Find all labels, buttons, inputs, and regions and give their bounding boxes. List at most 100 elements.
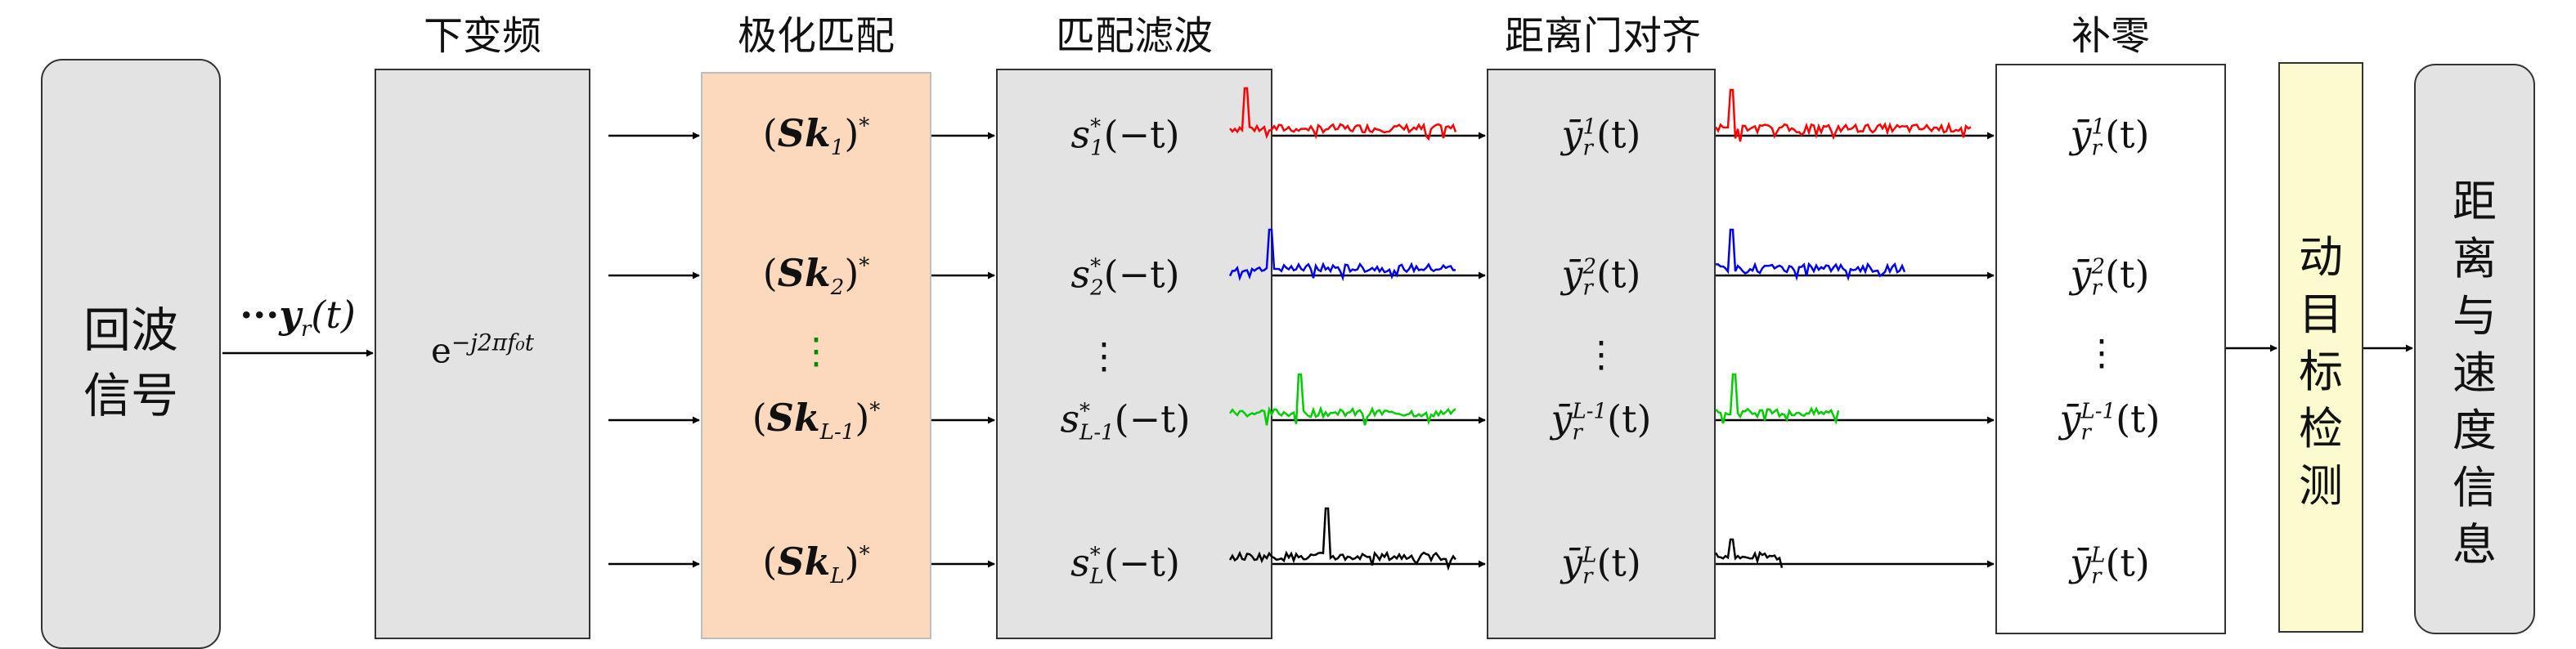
output-label: 距 离 与 速 度 信 息 [2414, 173, 2535, 574]
mtd-line-4: 检 [2299, 403, 2343, 454]
paren-open: ( [762, 250, 778, 295]
echo-line-2: 信号 [83, 368, 178, 423]
s-sup: * [1090, 114, 1102, 140]
output-line-5: 度 [2453, 405, 2497, 456]
mtd-box [2278, 62, 2363, 633]
header-matched-filter: 匹配滤波 [1055, 13, 1213, 59]
mtd-label: 动 目 标 检 测 [2278, 229, 2363, 515]
y-sub: r [2091, 275, 2102, 301]
polarization-vdots: ⋮ [798, 330, 834, 373]
y-sub: r [2091, 564, 2102, 589]
paren-open: ( [752, 395, 767, 440]
s-var: s [1060, 396, 1080, 441]
s-sub: L [1089, 564, 1104, 589]
polarization-row-2: (Sk2)* [763, 251, 870, 300]
mtd-line-3: 标 [2299, 346, 2343, 397]
y-var: ȳ̄ [2070, 112, 2092, 157]
matched-filter-row-4: s*L(−t) [1070, 541, 1180, 588]
header-range-align: 距离门对齐 [1504, 13, 1701, 59]
y-sup: 2 [1582, 254, 1597, 280]
sk-sub: 1 [830, 136, 845, 161]
sk-var: Sk [777, 539, 831, 584]
sk-sub: 2 [830, 275, 845, 301]
mtd-line-1: 动 [2299, 231, 2343, 283]
y-var: ȳ̄ [2070, 540, 2092, 585]
echo-signal-label: 回波 信号 [41, 298, 221, 428]
mf-trace-blue [1228, 228, 1456, 282]
sk-sup: * [859, 542, 870, 567]
y-sub: r [2091, 136, 2102, 161]
s-sup: * [1079, 399, 1091, 424]
input-arg: (t) [311, 292, 356, 337]
output-line-6: 信 [2453, 462, 2497, 513]
y-arg: (t) [1596, 540, 1641, 585]
y-arg: (t) [1607, 396, 1652, 441]
s-arg: (−t) [1103, 112, 1180, 157]
s-sub: L-1 [1079, 420, 1115, 445]
header-polarization: 极化匹配 [737, 13, 895, 59]
echo-signal-box [41, 59, 221, 649]
output-line-3: 与 [2453, 290, 2497, 342]
ra-trace-red [1714, 88, 1972, 142]
polarization-row-1: (Sk1)* [763, 111, 870, 160]
input-signal-label: ···yr(t) [240, 293, 356, 342]
y-arg: (t) [2116, 396, 2161, 441]
output-box [2414, 64, 2535, 634]
s-sub: 2 [1090, 275, 1104, 301]
output-line-7: 息 [2453, 519, 2497, 571]
y-var: ȳ [1551, 396, 1573, 441]
output-line-4: 速 [2453, 347, 2497, 399]
y-arg: (t) [1596, 252, 1641, 297]
sk-sup: * [859, 114, 870, 139]
mtd-line-2: 目 [2299, 289, 2343, 340]
sk-var: Sk [777, 110, 831, 155]
output-line-2: 离 [2453, 233, 2497, 284]
echo-line-1: 回波 [83, 302, 178, 358]
output-line-1: 距 [2453, 176, 2497, 227]
input-dots: ··· [240, 292, 280, 337]
y-arg: (t) [2105, 540, 2150, 585]
y-sup: L [1582, 543, 1597, 568]
input-var: y [279, 292, 301, 337]
y-sup: 1 [2091, 114, 2106, 140]
s-arg: (−t) [1103, 252, 1180, 297]
header-zero-pad: 补零 [2071, 13, 2150, 59]
y-arg: (t) [2105, 112, 2150, 157]
sk-sup: * [859, 253, 870, 279]
y-sup: 1 [1582, 114, 1597, 140]
s-arg: (−t) [1114, 396, 1191, 441]
y-var: ȳ [1561, 252, 1583, 297]
paren-close: ) [844, 110, 859, 155]
y-sub: r [2080, 420, 2091, 445]
zero-pad-vdots: ⋮ [2084, 332, 2120, 374]
paren-open: ( [762, 110, 778, 155]
downconvert-exp: −j2πf₀t [451, 329, 535, 356]
downconvert-box [375, 69, 590, 639]
y-sub: r [1572, 420, 1582, 445]
header-downconvert: 下变频 [423, 13, 541, 59]
s-arg: (−t) [1103, 540, 1180, 585]
input-sub: r [300, 317, 312, 342]
s-var: s [1070, 252, 1091, 297]
y-var: ȳ̄ [2070, 252, 2092, 297]
y-sub: r [1582, 564, 1593, 589]
paren-close: ) [855, 395, 870, 440]
y-sub: r [1582, 136, 1593, 161]
s-sup: * [1090, 254, 1102, 280]
sk-sup: * [869, 398, 881, 423]
ra-trace-blue [1715, 228, 1906, 282]
mf-trace-green [1228, 373, 1456, 426]
y-sup: 2 [2091, 254, 2106, 280]
ra-trace-green [1715, 373, 1840, 425]
s-sub: 1 [1090, 136, 1104, 161]
mf-trace-black [1228, 507, 1456, 571]
polarization-box [701, 72, 931, 639]
paren-open: ( [762, 539, 778, 584]
sk-sub: L [830, 564, 845, 589]
s-sup: * [1089, 543, 1101, 568]
y-var: ȳ [1561, 112, 1583, 157]
matched-filter-vdots: ⋮ [1086, 335, 1122, 378]
